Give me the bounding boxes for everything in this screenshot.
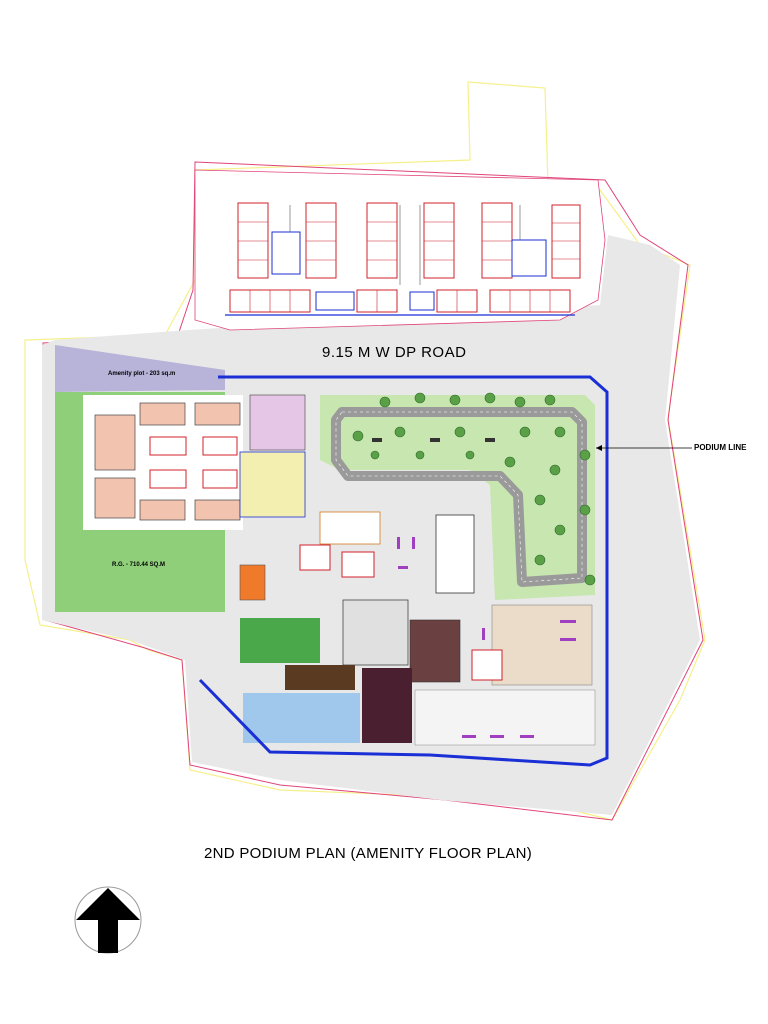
podium-line (198, 375, 609, 767)
rg-label: R.G. - 710.44 SQ.M (112, 562, 166, 568)
property-line (24, 81, 706, 821)
left-building-lifts (149, 436, 238, 489)
podium-line-label: PODIUM LINE (694, 443, 747, 452)
service-block (239, 564, 266, 601)
road-label: 9.15 M W DP ROAD (322, 344, 467, 361)
north-arrow-icon (74, 886, 142, 954)
garden-block (240, 618, 320, 663)
utility-block (435, 514, 475, 594)
lift-core-right (471, 649, 503, 681)
office-block-1 (299, 544, 331, 571)
corridor-lines (289, 205, 521, 285)
stair-cores (271, 231, 547, 311)
trees (352, 392, 596, 586)
garden-benches (372, 438, 495, 442)
amenity-plot (55, 345, 225, 392)
amenity-block-right (491, 604, 593, 686)
purple-furniture (397, 537, 576, 738)
plan-title: 2ND PODIUM PLAN (AMENITY FLOOR PLAN) (204, 845, 533, 862)
lounge-block (342, 599, 409, 666)
pool-2 (323, 693, 360, 743)
brown-hall-1 (409, 619, 461, 683)
gym-block (249, 394, 306, 451)
pool-1 (243, 693, 323, 743)
hall-block (239, 451, 306, 518)
left-building-units (94, 402, 241, 521)
parking-row (414, 689, 596, 746)
dark-hall (362, 668, 412, 743)
meeting-room (319, 511, 381, 545)
pointer-arrowhead (596, 445, 602, 451)
top-building-partitions (238, 221, 580, 312)
amenity-plot-label: Amenity plot - 203 sq.m (108, 371, 176, 377)
landscape-area (320, 395, 595, 600)
office-block-2 (341, 551, 375, 578)
track-centre-line (335, 411, 583, 583)
brown-strip (285, 665, 355, 690)
